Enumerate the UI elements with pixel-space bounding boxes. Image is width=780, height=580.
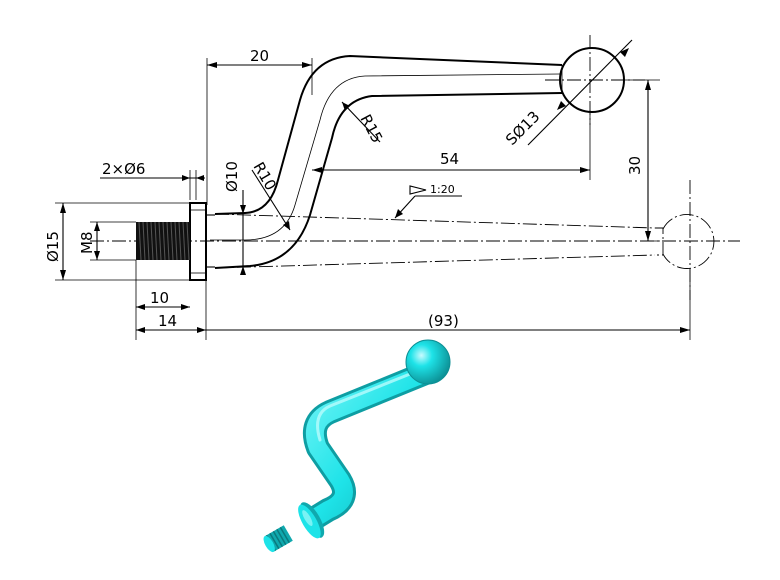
thread-line [162,221,166,261]
flange [189,202,215,281]
dim-neck-dia: Ø10 [223,161,241,192]
thread-line [186,221,190,261]
dimension-labels: 20 54 30 SØ13 R15 R10 Ø10 2×Ø6 Ø15 M8 10… [44,47,644,330]
render-3d [263,339,451,553]
dim-offset-length: 54 [440,150,459,168]
dim-thread: M8 [78,232,96,255]
tapered-rod-phantom [214,213,715,269]
thread-line [138,221,142,261]
dim-shank-length: 14 [158,312,177,330]
thread-line [178,221,182,261]
threaded-stud [136,221,190,261]
thread-line [142,221,146,261]
thread-line [154,221,158,261]
thread-line [150,221,154,261]
dim-thread-count-dia: 2×Ø6 [102,160,145,178]
dim-taper: 1:20 [430,183,455,196]
render-ball [405,339,451,385]
thread-line [182,221,186,261]
thread-line [174,221,178,261]
dim-ball-dia: SØ13 [502,108,543,149]
thread-line [170,221,174,261]
thread-line [146,221,150,261]
dim-top-width: 20 [250,47,269,65]
dim-flange-dia: Ø15 [44,231,62,262]
dim-height: 30 [626,156,644,175]
dim-bend-radius-large: R15 [356,111,386,146]
thread-line [166,221,170,261]
ball-end [559,47,625,113]
thread-line [158,221,162,261]
dimension-lines [55,39,691,340]
dim-overall-length: (93) [428,312,459,330]
dim-thread-length: 10 [150,289,169,307]
